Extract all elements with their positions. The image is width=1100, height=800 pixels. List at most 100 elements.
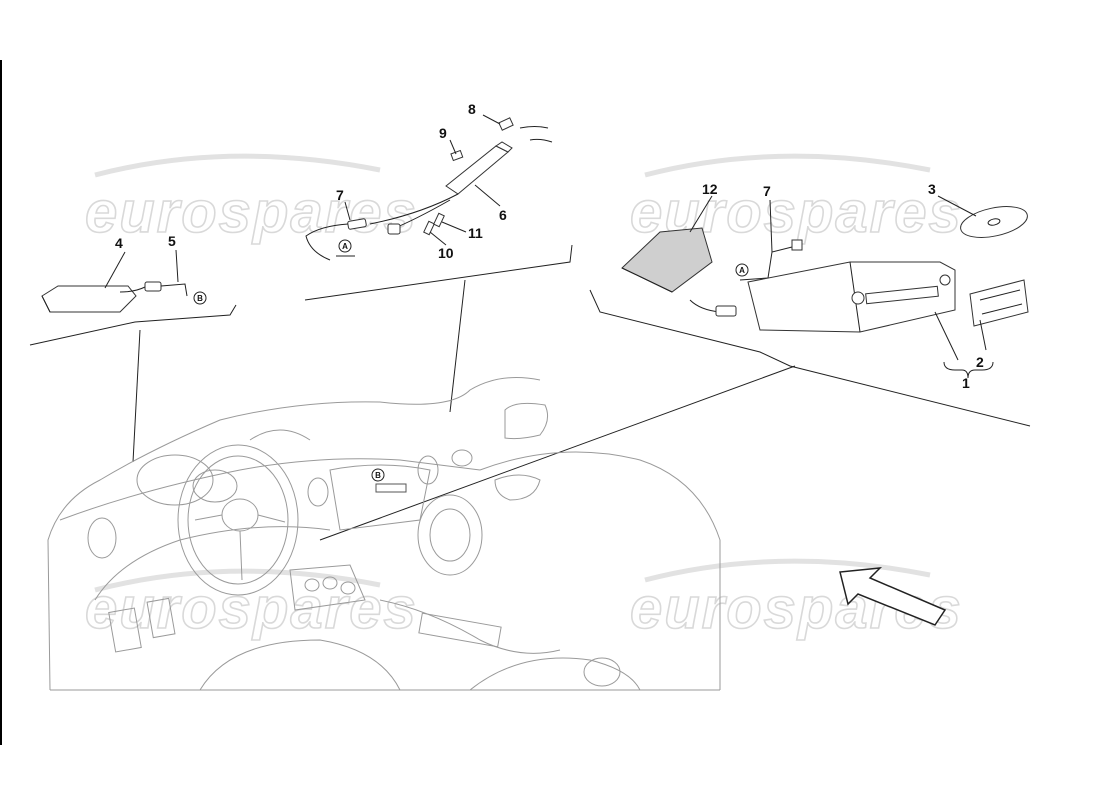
leader-3 (937, 195, 977, 217)
connector-b-label-car: B (375, 471, 381, 480)
face-plate-buttons (981, 303, 1023, 315)
antenna-cable (119, 286, 146, 293)
steering-wheel (177, 444, 299, 596)
console-knob (322, 576, 338, 590)
leader-6 (474, 184, 501, 207)
watermark-swoosh (94, 153, 381, 178)
car-interior-illustration: B (47, 377, 721, 691)
gauge-cluster (136, 454, 214, 506)
vent-right (417, 455, 439, 485)
callout-12: 12 (702, 181, 718, 197)
watermark-swoosh (644, 153, 931, 178)
leader-1 (934, 311, 959, 361)
glovebox-connector (375, 483, 407, 493)
side-mirror (504, 402, 549, 440)
pedal-left (108, 607, 142, 653)
antenna-module-edge (41, 295, 51, 313)
cupholder (583, 657, 621, 687)
face-plate-part (969, 279, 1029, 327)
console-tunnel (379, 599, 561, 654)
radio-antenna-lead (739, 245, 797, 281)
leader-7b (769, 199, 773, 253)
callout-5: 5 (168, 233, 176, 249)
plug-lead (160, 283, 188, 297)
dash-vent-top (249, 429, 311, 441)
callout-10: 10 (438, 245, 454, 261)
watermark-swoosh (644, 558, 931, 583)
lead-8b (529, 138, 553, 143)
leader-2 (979, 319, 987, 351)
radio-knob-left (851, 291, 865, 305)
antenna-module-part (41, 285, 137, 313)
face-plate-buttons (979, 289, 1021, 301)
leader-5 (175, 249, 179, 283)
callout-7-right: 7 (763, 183, 771, 199)
door-panel (479, 451, 721, 690)
connector-a-label-right: A (739, 266, 745, 275)
connector-a-label: A (342, 242, 348, 251)
connector-11-part (387, 223, 401, 235)
steering-hub (221, 498, 259, 532)
radio-unit-detail: 12 A 7 3 2 1 (621, 181, 1029, 391)
cd-disc-part (960, 206, 1028, 238)
screw-11-part (433, 212, 445, 228)
gauge-right (192, 469, 238, 503)
callout-4: 4 (115, 235, 123, 251)
leader-11 (441, 221, 467, 233)
radio-unit-part (747, 261, 956, 333)
console-knob (304, 578, 320, 592)
screw-10-part (423, 220, 435, 236)
steering-wheel-inner (187, 455, 289, 585)
steering-spokes (194, 514, 286, 581)
leader-12 (689, 195, 713, 233)
radio-knob-right (939, 274, 951, 286)
door-handle (494, 474, 541, 501)
leader-8 (482, 114, 501, 125)
pedal-right (146, 597, 176, 639)
window-switch-panel (418, 612, 502, 648)
amplifier-end-part (495, 141, 513, 153)
radio-antenna-connector-part (791, 239, 803, 251)
plug-connector-part (144, 281, 162, 292)
watermark-top-right: eurospares (630, 180, 963, 245)
screw-8-part (498, 117, 514, 131)
frame-center (304, 244, 573, 301)
screw-9-part (450, 149, 464, 162)
loop-cable (305, 223, 349, 261)
leader-9 (449, 139, 457, 155)
vent-far-right (451, 449, 473, 467)
connector-b-marker-car (371, 468, 385, 482)
callout-7-center: 7 (336, 187, 344, 203)
leader-center (449, 279, 466, 413)
lead-8 (519, 126, 549, 129)
cd-disc-hole (987, 218, 1001, 226)
dash-top-line (59, 458, 481, 521)
dashboard-outline (47, 377, 541, 691)
leader-left (132, 329, 141, 463)
watermark-bottom-left: eurospares (85, 576, 418, 641)
vent-center (307, 477, 329, 507)
callout-1: 1 (962, 375, 970, 391)
vent-left (87, 517, 117, 559)
connector-b-label: B (197, 294, 203, 303)
radio-plug-part (715, 305, 737, 317)
console-knob (340, 581, 356, 595)
door-speaker-inner (429, 508, 471, 562)
leader-10 (429, 231, 447, 246)
brace-1 (943, 361, 994, 379)
foam-pad-edge (621, 267, 673, 293)
connector-b-marker (193, 291, 207, 305)
radio-cd-slot (865, 285, 939, 305)
callout-11: 11 (468, 225, 483, 241)
watermark-swoosh (94, 568, 381, 593)
connector-a-marker-right (735, 263, 749, 277)
callout-3: 3 (928, 181, 936, 197)
frame-right (589, 289, 1031, 427)
glovebox (329, 464, 431, 531)
frame-left (29, 304, 237, 346)
leader-7a (344, 201, 351, 221)
connector-7-part (347, 218, 367, 230)
callout-6: 6 (499, 207, 507, 223)
antenna-module-detail: B 4 5 (41, 233, 207, 313)
passenger-seat (469, 657, 641, 691)
